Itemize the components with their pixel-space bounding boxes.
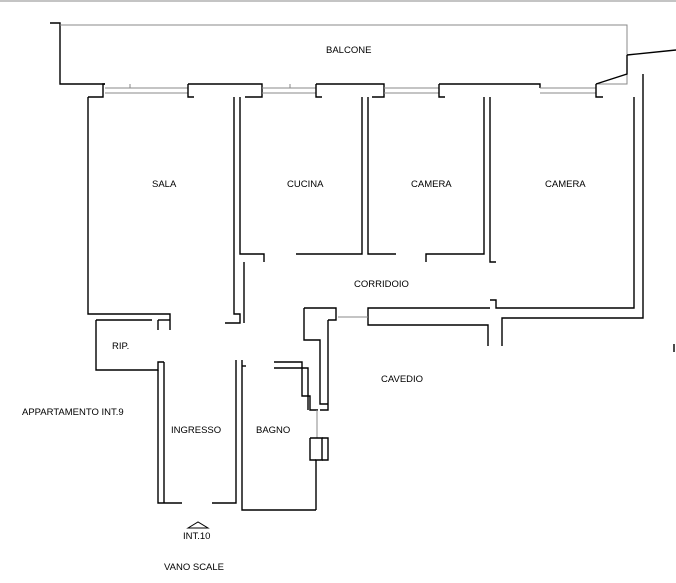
label-ingresso: INGRESSO [171, 425, 221, 436]
label-balcone: BALCONE [326, 45, 371, 56]
label-camera-1: CAMERA [411, 179, 452, 190]
corridoio-walls [303, 307, 490, 346]
label-int10: INT.10 [183, 531, 210, 542]
camera2-walls [489, 74, 644, 346]
camera1-walls [367, 97, 485, 262]
rip-walls [95, 319, 164, 371]
entrance-arrow-icon [186, 521, 210, 529]
cucina-walls [239, 97, 363, 323]
label-camera-2: CAMERA [545, 179, 586, 190]
bagno-walls [274, 320, 329, 510]
label-appartamento: APPARTAMENTO INT.9 [22, 407, 124, 418]
facade-windows [88, 83, 603, 98]
ingresso-walls [157, 360, 316, 511]
label-vano-scale: VANO SCALE [164, 562, 224, 573]
balcone-outline [50, 22, 676, 85]
label-rip: RIP. [112, 341, 129, 352]
label-cucina: CUCINA [287, 179, 324, 190]
sala-walls [87, 97, 241, 330]
label-corridoio: CORRIDOIO [354, 279, 409, 290]
label-sala: SALA [152, 179, 177, 190]
label-bagno: BAGNO [256, 425, 290, 436]
label-cavedio: CAVEDIO [381, 374, 423, 385]
